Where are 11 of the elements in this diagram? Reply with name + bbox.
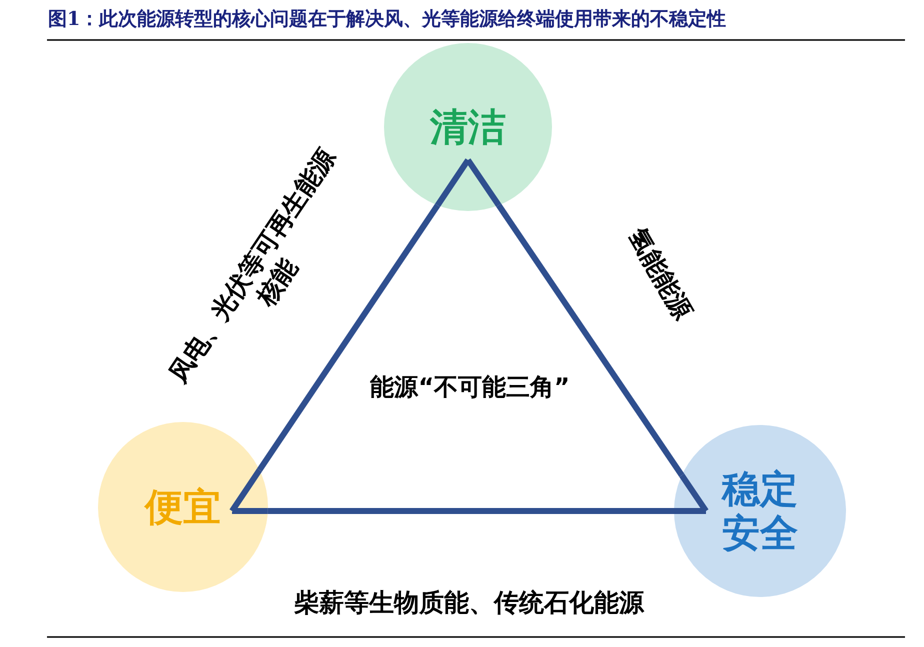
circle-label: 便宜 (143, 485, 222, 529)
triangle-side (496, 204, 684, 477)
edge-label: 柴薪等生物质能、传统石化能源 (293, 588, 646, 618)
center-label: 能源“不可能三角” (369, 372, 571, 402)
title: 图1：此次能源转型的核心问题在于解决风、光等能源给终端使用带来的不稳定性 (48, 7, 728, 32)
edge-label: 风电、光伏等可再生能源核能 (162, 142, 342, 389)
circle-label: 稳定安全 (720, 467, 799, 555)
circle-label: 清洁 (428, 105, 507, 149)
triangle-side (257, 204, 440, 472)
triangle-side (268, 508, 674, 514)
edge-label: 氢能能源 (622, 222, 699, 326)
